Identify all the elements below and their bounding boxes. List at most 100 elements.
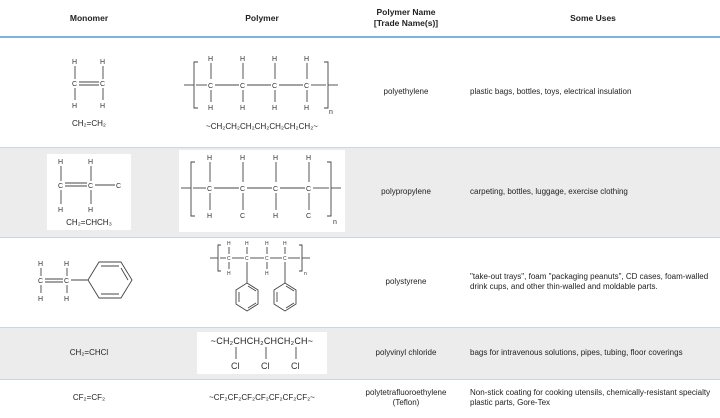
atom-label: H — [265, 241, 269, 247]
name-cell: polypropylene — [381, 187, 431, 196]
polyethylene-structure: n H H H H C C C C — [184, 56, 338, 116]
table-row: H H C C H H — [0, 237, 720, 327]
atom-label: H — [272, 56, 277, 63]
atom-label: C — [306, 213, 311, 220]
atom-label: H — [227, 241, 231, 247]
polymer-cell: n H H H H C C C C — [178, 37, 346, 147]
atom-label: H — [304, 56, 309, 63]
atom-label: H — [207, 155, 212, 162]
header-name-line2: [Trade Name(s)] — [373, 18, 439, 28]
atom-label: H — [306, 155, 311, 162]
atom-label: Cl — [291, 361, 300, 371]
polymer-cell: ~CF₂CF₂CF₂CF₂CF₂CF₂CF₂~ — [178, 379, 346, 417]
atom-label: C — [272, 83, 277, 90]
uses-cell: plastic bags, bottles, toys, electrical … — [470, 87, 632, 97]
table-row: CH₂=CHCl ~CH₂CHCH₂CHCH₂CH~ Cl Cl Cl poly… — [0, 327, 720, 379]
atom-label: C — [283, 256, 287, 262]
atom-label: H — [64, 261, 69, 268]
header-polymer-name: Polymer Name [Trade Name(s)] — [346, 0, 466, 37]
polymer-formula: ~CF₂CF₂CF₂CF₂CF₂CF₂CF₂~ — [201, 389, 323, 408]
header-uses: Some Uses — [466, 0, 720, 37]
table-row: H H C C H H CH₂=CH₂ — [0, 37, 720, 147]
monomer-box: H H C C C H H C H — [47, 154, 131, 230]
atom-label: C — [273, 186, 278, 193]
atom-label: n — [333, 219, 337, 226]
monomer-cell: H H C C H H — [0, 237, 178, 327]
atom-label: H — [265, 271, 269, 277]
monomer-formula: CH₂=CHCH₃ — [66, 218, 112, 227]
atom-label: H — [88, 207, 93, 214]
polymer-formula: ~CH₂CH₂CH₂CH₂CH₂CH₂CH₂~ — [206, 122, 318, 132]
polypropylene-structure: n H H H H C C C C — [181, 155, 341, 226]
repeat-n: n — [329, 109, 333, 116]
atom-label: C — [207, 186, 212, 193]
polymer-name: polytetrafluoroethylene — [365, 388, 447, 398]
atom-label: H — [58, 207, 63, 214]
atom-label: C — [306, 186, 311, 193]
uses-cell: carpeting, bottles, luggage, exercise cl… — [470, 187, 628, 196]
header-row: Monomer Polymer Polymer Name [Trade Name… — [0, 0, 720, 37]
atom-label: H — [240, 155, 245, 162]
polymer-box: n H H H H C C C C — [207, 238, 317, 323]
atom-label: H — [240, 56, 245, 63]
atom-label: Cl — [261, 361, 270, 371]
atom-label: C — [240, 83, 245, 90]
monomer-cell: CH₂=CHCl — [69, 348, 109, 357]
uses-cell: Non-stick coating for cooking utensils, … — [470, 388, 711, 408]
header-monomer: Monomer — [0, 0, 178, 37]
name-cell: polyvinyl chloride — [375, 348, 437, 357]
uses-cell: bags for intravenous solutions, pipes, t… — [470, 348, 683, 357]
polymer-box: ~CH₂CHCH₂CHCH₂CH~ Cl Cl Cl — [197, 332, 327, 374]
table-row: CF₂=CF₂ ~CF₂CF₂CF₂CF₂CF₂CF₂CF₂~ polytetr… — [0, 379, 720, 417]
propylene-structure: H H C C C H H — [58, 159, 121, 214]
ethylene-structure: H H C C H H — [72, 59, 105, 110]
atom-label: Cl — [231, 361, 240, 371]
polymer-cell: n H H H H C C C C — [178, 237, 346, 327]
atom-label: C — [240, 186, 245, 193]
name-cell: polyethylene — [383, 87, 429, 97]
name-cell: polystyrene — [385, 277, 427, 286]
atom-h: H — [100, 59, 105, 66]
trade-name: (Teflon) — [392, 398, 420, 408]
uses-cell: "take-out trays", foam "packaging peanut… — [470, 272, 709, 291]
polystyrene-structure: n H H H H C C C C — [210, 241, 310, 312]
atom-label: C — [38, 278, 43, 285]
atom-label: C — [227, 256, 231, 262]
atom-label: H — [273, 155, 278, 162]
atom-label: C — [116, 183, 121, 190]
atom-label: H — [273, 213, 278, 220]
monomer-cell: H H C C H H CH₂=CH₂ — [0, 37, 178, 147]
atom-label: C — [245, 256, 249, 262]
atom-label: H — [208, 56, 213, 63]
atom-label: H — [208, 105, 213, 112]
atom-label: H — [38, 261, 43, 268]
atom-label: H — [227, 271, 231, 277]
atom-c: C — [72, 81, 77, 88]
atom-label: C — [88, 183, 93, 190]
atom-label: H — [240, 105, 245, 112]
atom-label: C — [240, 213, 245, 220]
atom-label: H — [64, 296, 69, 303]
atom-h: H — [100, 103, 105, 110]
monomer-formula: CH₂=CH₂ — [72, 119, 106, 129]
polymer-cell: ~CH₂CHCH₂CHCH₂CH~ Cl Cl Cl — [178, 327, 346, 379]
atom-c: C — [100, 81, 105, 88]
styrene-structure: H H C C H H — [38, 261, 133, 303]
monomer-cell: H H C C C H H C H — [0, 147, 178, 237]
atom-label: C — [265, 256, 269, 262]
atom-label: H — [88, 159, 93, 166]
atom-label: H — [304, 105, 309, 112]
polymer-formula: ~CH₂CHCH₂CHCH₂CH~ — [210, 336, 314, 346]
atom-h: H — [72, 59, 77, 66]
atom-label: C — [64, 278, 69, 285]
atom-label: H — [58, 159, 63, 166]
header-name-line1: Polymer Name — [376, 7, 436, 17]
atom-label: H — [38, 296, 43, 303]
atom-label: C — [58, 183, 63, 190]
table-row: H H C C C H H C H — [0, 147, 720, 237]
pvc-chlorines: Cl Cl Cl — [231, 347, 300, 371]
monomer-cell: CF₂=CF₂ — [72, 393, 106, 403]
atom-label: H — [207, 213, 212, 220]
polymer-box: n H H H H C C C C — [179, 149, 345, 232]
